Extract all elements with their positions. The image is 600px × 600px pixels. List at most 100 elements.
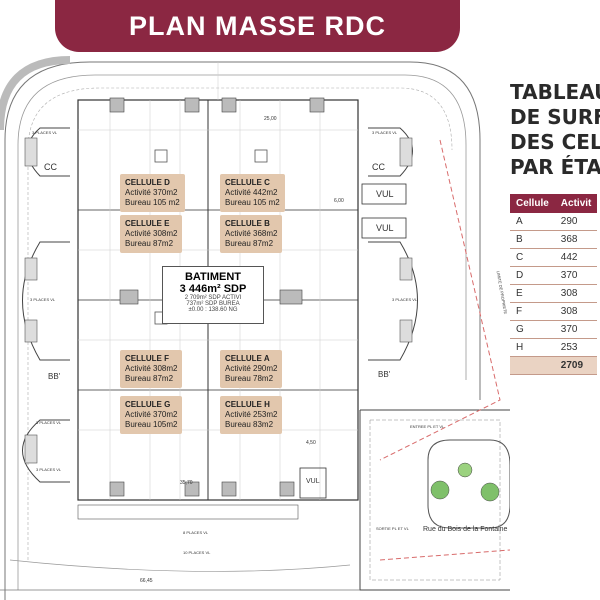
dimension-label: 35,70	[180, 480, 193, 486]
cell-value: 442	[554, 248, 598, 267]
title-line: DE SURF	[510, 105, 600, 129]
cell-id: E	[510, 284, 555, 303]
cell-id: H	[510, 338, 555, 357]
exit-label: SORTIE PL ET VL	[376, 526, 409, 531]
parking-label: 3 PLACES VL	[32, 130, 58, 135]
parking-label: 10 PLACES VL	[183, 550, 211, 555]
cell-name: CELLULE H	[225, 400, 270, 409]
cell-name: CELLULE E	[125, 219, 170, 228]
cell-id: C	[510, 248, 555, 267]
cell-value: 253	[554, 338, 598, 357]
entrance-label: ENTREE PL ET VL	[410, 424, 445, 429]
cell-id: A	[510, 213, 555, 231]
cell-value: 290	[554, 213, 598, 231]
batiment-line: ±0.00 : 138.60 NG	[188, 307, 238, 313]
cell-activite: Activité 308m2	[125, 229, 178, 238]
road-name: Rue du Bois de la Fontaine	[423, 526, 508, 533]
cell-activite: Activité 290m2	[225, 364, 278, 373]
cc-label: CC	[44, 162, 57, 172]
cell-name: CELLULE A	[225, 354, 270, 363]
cellule-b-label: CELLULE B Activité 368m2 Bureau 87m2	[220, 215, 283, 253]
column-header: Cellule	[510, 194, 555, 213]
batiment-summary: BATIMENT 3 446m² SDP 2 709m² SDP ACTIVI …	[162, 266, 264, 324]
table-total-row: 2709	[510, 356, 598, 375]
title-line: DES CEL	[510, 130, 600, 154]
site-plan-drawing	[0, 56, 510, 600]
cell-id: G	[510, 320, 555, 339]
cell-name: CELLULE C	[225, 178, 270, 187]
cell-value: 308	[554, 302, 598, 321]
cell-activite: Activité 308m2	[125, 364, 178, 373]
batiment-sdp: 3 446m² SDP	[179, 283, 247, 295]
parking-label: 3 PLACES VL	[36, 467, 62, 472]
cell-bureau: Bureau 105 m2	[125, 198, 180, 207]
surface-table-title: TABLEAU DE SURF DES CEL PAR ÉTA	[510, 80, 600, 180]
column-header: Activit	[554, 194, 598, 213]
title-line: PAR ÉTA	[510, 155, 600, 179]
cell-value: 370	[554, 320, 598, 339]
cell-value: 370	[554, 266, 598, 285]
cell-bureau: Bureau 87m2	[125, 239, 174, 248]
total-blank	[510, 356, 555, 375]
cell-bureau: Bureau 83m2	[225, 420, 274, 429]
title-line: TABLEAU	[510, 80, 600, 104]
cell-name: CELLULE D	[125, 178, 170, 187]
cellule-h-label: CELLULE H Activité 253m2 Bureau 83m2	[220, 396, 283, 434]
cell-bureau: Bureau 105m2	[125, 420, 178, 429]
parking-label: 3 PLACES VL	[36, 420, 62, 425]
batiment-title: BATIMENT	[184, 271, 241, 283]
cell-bureau: Bureau 87m2	[125, 374, 174, 383]
cell-activite: Activité 368m2	[225, 229, 278, 238]
dimension-label: 4,50	[306, 440, 316, 446]
cell-name: CELLULE B	[225, 219, 270, 228]
cellule-c-label: CELLULE C Activité 442m2 Bureau 105 m2	[220, 174, 285, 212]
parking-label: 3 PLACES VL	[392, 297, 418, 302]
cell-name: CELLULE G	[125, 400, 171, 409]
batiment-line: 737m² SDP BUREA	[186, 301, 240, 307]
parking-label: 8 PLACES VL	[183, 530, 209, 535]
vul-label: VUL	[376, 189, 394, 199]
cell-name: CELLULE F	[125, 354, 169, 363]
cell-activite: Activité 370m2	[125, 188, 178, 197]
cell-id: B	[510, 230, 555, 249]
cell-bureau: Bureau 87m2	[225, 239, 274, 248]
dimension-label: 66,45	[140, 578, 153, 584]
cell-id: D	[510, 266, 555, 285]
cellule-a-label: CELLULE A Activité 290m2 Bureau 78m2	[220, 350, 283, 388]
cellule-f-label: CELLULE F Activité 308m2 Bureau 87m2	[120, 350, 183, 388]
cell-bureau: Bureau 105 m2	[225, 198, 280, 207]
dimension-label: 25,00	[264, 116, 277, 122]
section-marker: BB'	[48, 372, 61, 381]
page-title-banner: PLAN MASSE RDC	[55, 0, 460, 52]
vul-label: VUL	[306, 478, 320, 485]
cell-activite: Activité 442m2	[225, 188, 278, 197]
page-title: PLAN MASSE RDC	[128, 10, 386, 41]
total-value: 2709	[554, 356, 598, 375]
section-marker: BB'	[378, 370, 391, 379]
cell-value: 368	[554, 230, 598, 249]
cell-activite: Activité 253m2	[225, 410, 278, 419]
cc-label: CC	[372, 162, 385, 172]
batiment-line: 2 709m² SDP ACTIVI	[184, 295, 242, 301]
table-header-row: Cellule Activit	[510, 194, 598, 213]
dimension-label: 6,00	[334, 198, 344, 204]
cellule-g-label: CELLULE G Activité 370m2 Bureau 105m2	[120, 396, 183, 434]
cell-activite: Activité 370m2	[125, 410, 178, 419]
cellule-e-label: CELLULE E Activité 308m2 Bureau 87m2	[120, 215, 183, 253]
parking-label: 3 PLACES VL	[372, 130, 398, 135]
cell-bureau: Bureau 78m2	[225, 374, 274, 383]
cell-id: F	[510, 302, 555, 321]
cell-value: 308	[554, 284, 598, 303]
parking-label: 3 PLACES VL	[30, 297, 56, 302]
cellule-d-label: CELLULE D Activité 370m2 Bureau 105 m2	[120, 174, 185, 212]
vul-label: VUL	[376, 223, 394, 233]
